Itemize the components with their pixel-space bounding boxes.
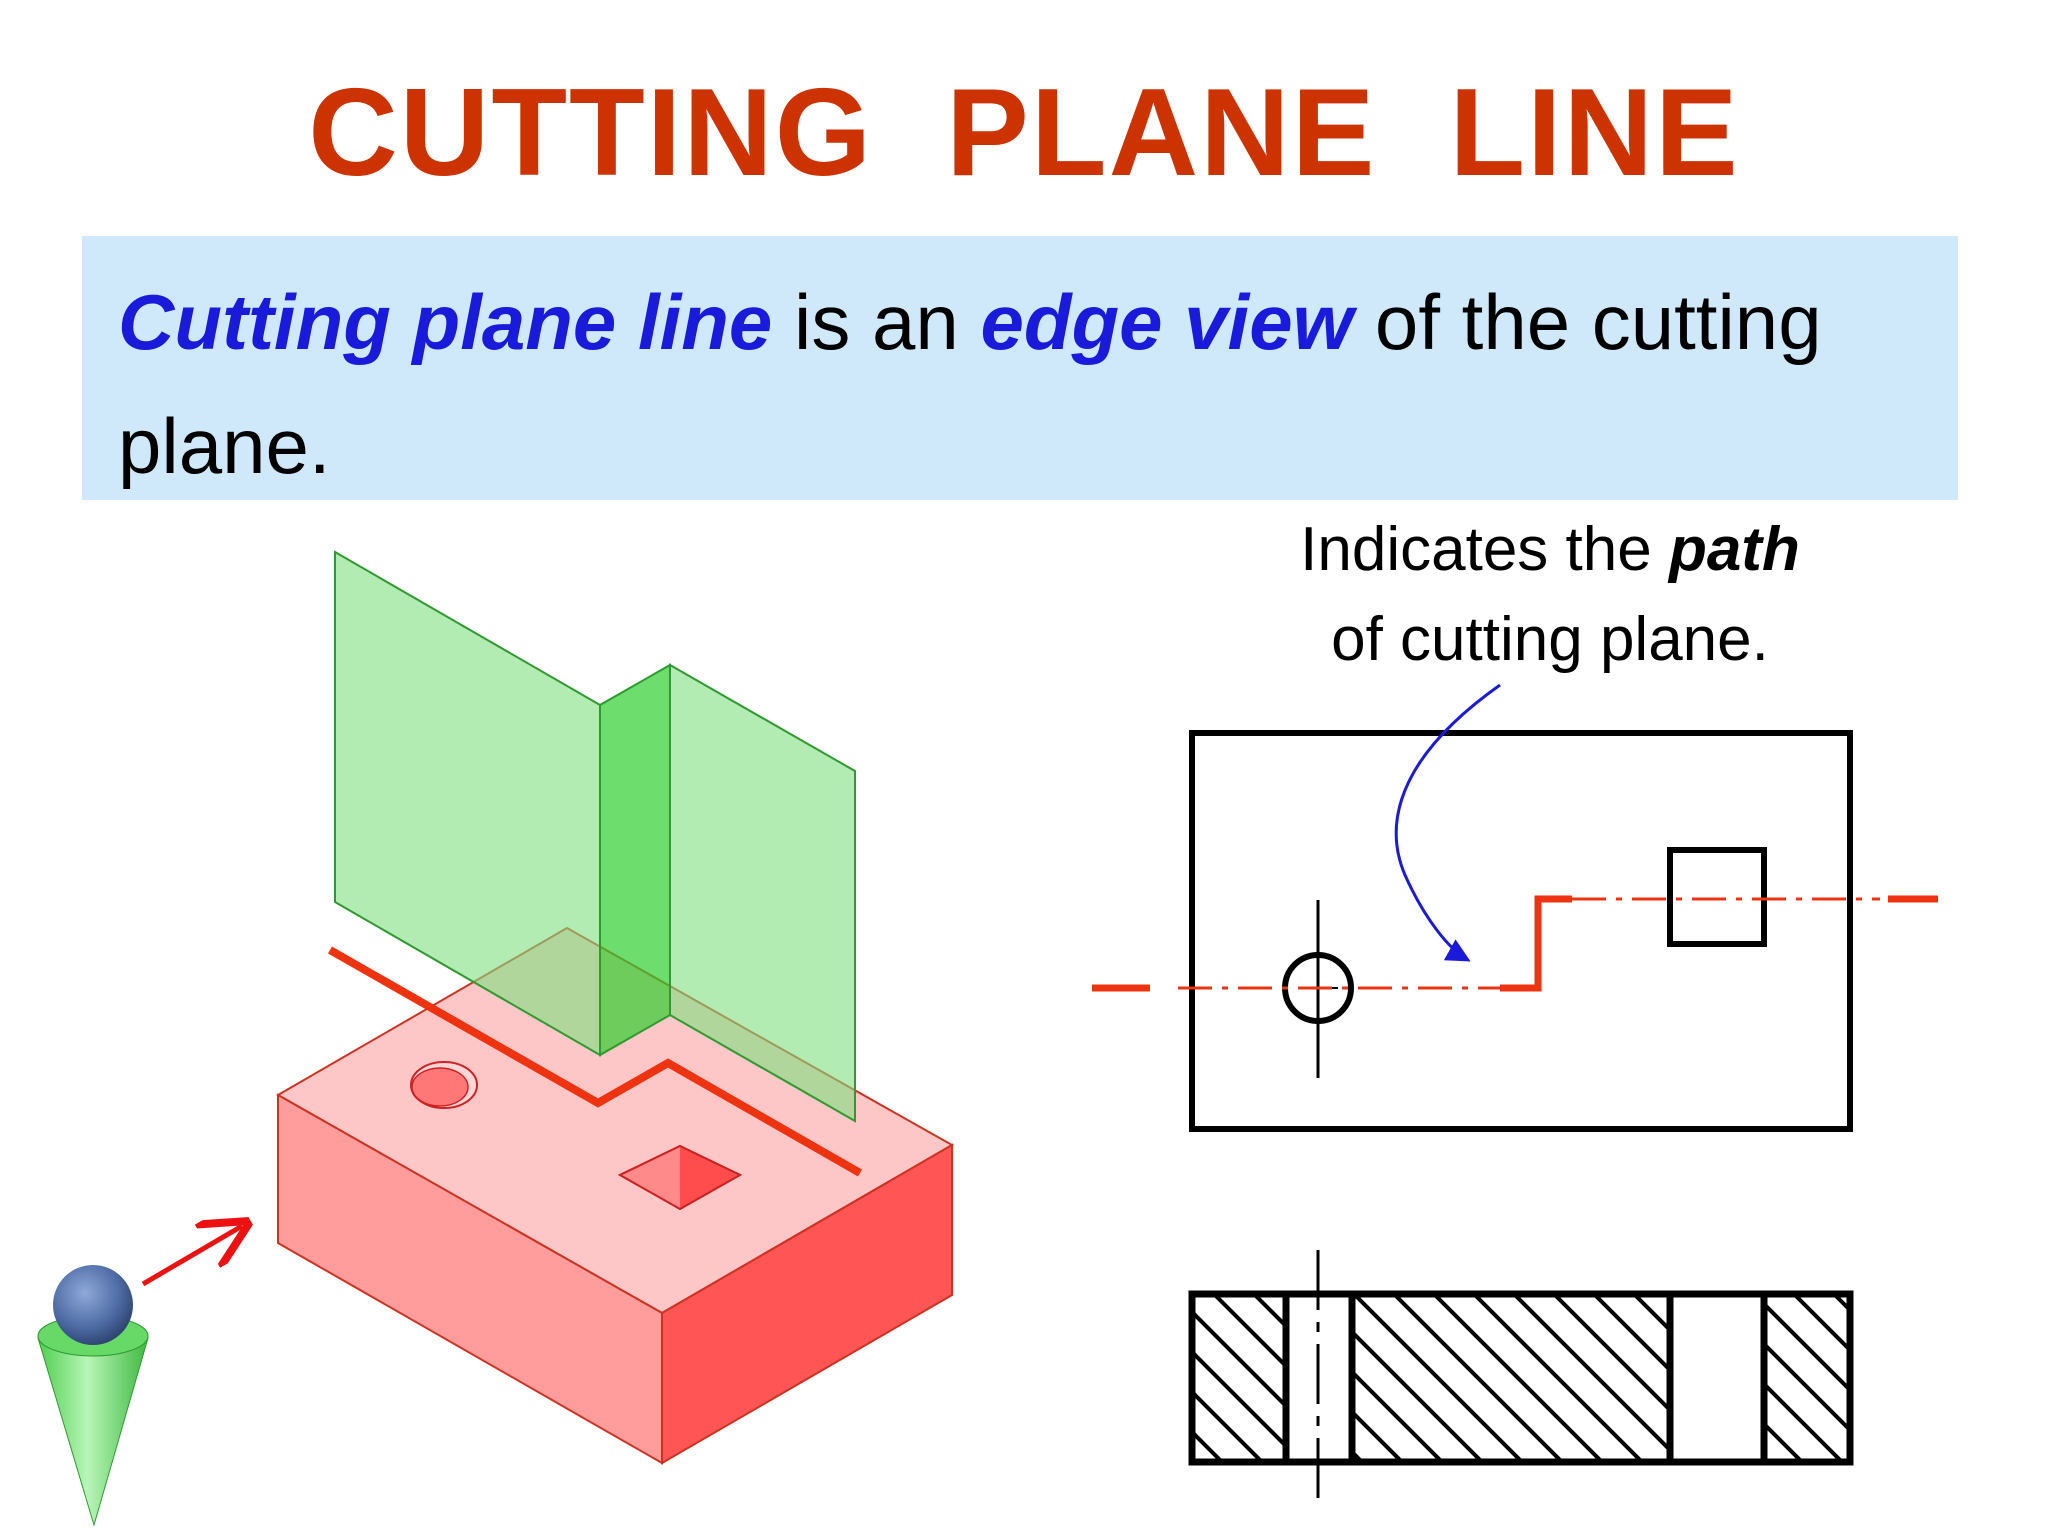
block-right-face [661, 1143, 953, 1465]
cutting-plane-connector [599, 663, 671, 1057]
definition-middle: is an [772, 278, 981, 366]
cutting-plane-line [1092, 895, 1938, 992]
definition-box: Cutting plane line is an edge view of th… [82, 236, 1958, 500]
top-view-outline [1189, 730, 1853, 1132]
term-cutting-plane-line: Cutting plane line [118, 278, 773, 366]
top-view [1189, 730, 1853, 1132]
view-direction-arrow-icon [141, 1226, 242, 1287]
path-annotation-line-1: Indicates the path [1240, 505, 1860, 595]
viewer-icon [37, 1265, 149, 1527]
definition-text: Cutting plane line is an edge view of th… [118, 260, 1938, 508]
slide-title: CUTTING PLANE LINE [308, 64, 1740, 202]
path-annotation-prefix: Indicates the [1300, 515, 1669, 584]
path-annotation: Indicates the path of cutting plane. [1240, 505, 1860, 685]
cutting-line-offset [1500, 895, 1572, 992]
isometric-block [275, 926, 955, 1465]
section-view [1188, 1250, 1854, 1498]
leader-arrow-icon [1394, 683, 1501, 962]
block-cutting-path [328, 946, 862, 1177]
block-round-hole [410, 1061, 478, 1109]
definition-rest: of the cutting plane. [118, 278, 1822, 490]
section-hatch-middle [1352, 1294, 1670, 1462]
cutting-plane-segment-b [669, 663, 856, 1123]
path-annotation-line-2: of cutting plane. [1331, 605, 1769, 674]
section-hatch-left [1192, 1294, 1286, 1462]
top-view-square-hole [1667, 847, 1767, 947]
section-hatch-right [1764, 1294, 1850, 1462]
path-annotation-emphasis: path [1668, 515, 1800, 584]
cutting-plane [334, 550, 856, 1123]
section-outline [1188, 1290, 1854, 1466]
block-square-hole [617, 1144, 743, 1211]
term-edge-view: edge view [980, 278, 1354, 366]
